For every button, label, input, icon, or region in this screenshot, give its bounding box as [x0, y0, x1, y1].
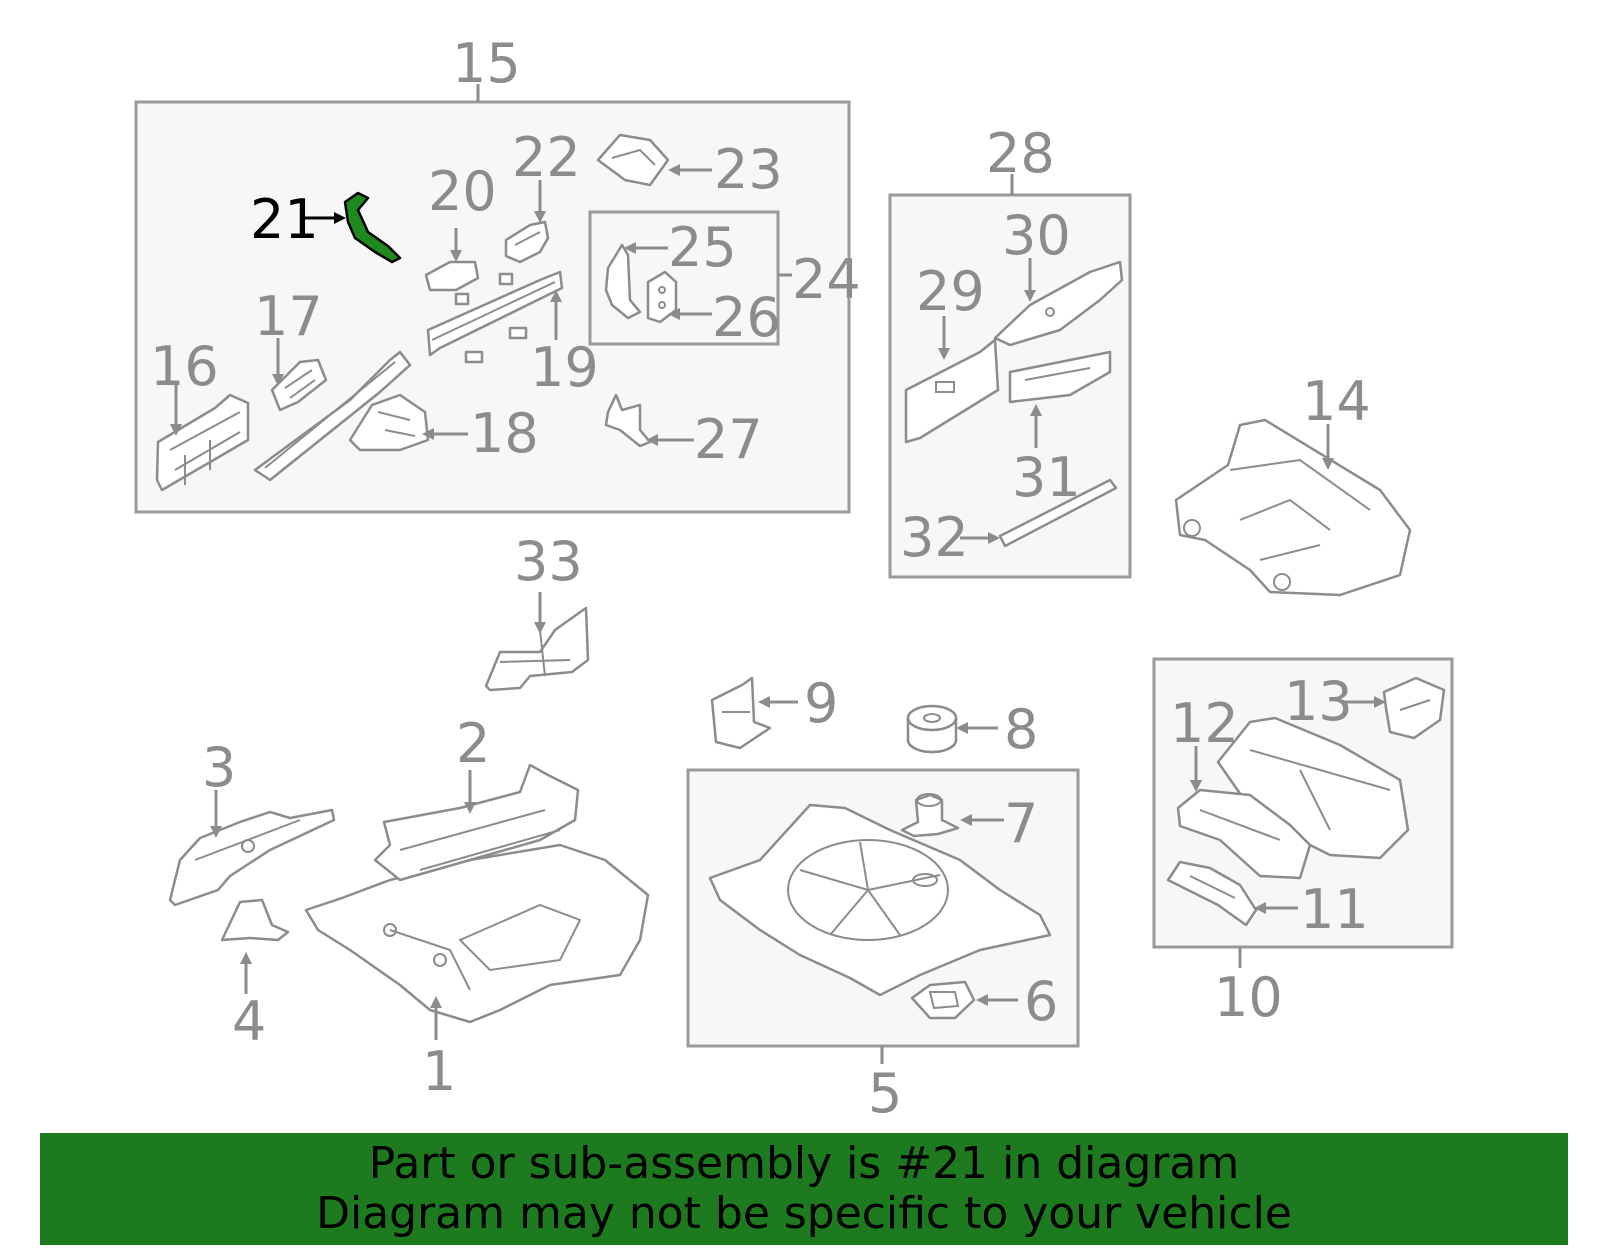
- part-20[interactable]: [424, 260, 514, 306]
- callout-26[interactable]: 26: [712, 286, 781, 349]
- part-25[interactable]: [604, 243, 642, 320]
- footer-line-part-number: Part or sub-assembly is #21 in diagram: [368, 1138, 1240, 1189]
- part-12[interactable]: [1176, 716, 1410, 880]
- callout-10[interactable]: 10: [1214, 966, 1283, 1029]
- callout-6[interactable]: 6: [1024, 970, 1058, 1033]
- callout-32[interactable]: 32: [900, 506, 969, 569]
- part-33[interactable]: [484, 606, 590, 692]
- part-6[interactable]: [910, 980, 976, 1020]
- part-19[interactable]: [426, 270, 564, 364]
- part-13[interactable]: [1382, 676, 1446, 740]
- callout-30[interactable]: 30: [1002, 204, 1071, 267]
- callout-29[interactable]: 29: [916, 260, 985, 323]
- callout-15[interactable]: 15: [452, 32, 521, 95]
- callout-17[interactable]: 17: [254, 285, 323, 348]
- part-4[interactable]: [220, 898, 290, 942]
- callout-21[interactable]: 21: [250, 188, 319, 251]
- part-30[interactable]: [993, 260, 1124, 347]
- callout-25[interactable]: 25: [668, 216, 737, 279]
- part-18[interactable]: [348, 393, 430, 452]
- callout-22[interactable]: 22: [512, 126, 581, 189]
- callout-28[interactable]: 28: [986, 122, 1055, 185]
- callout-4[interactable]: 4: [232, 990, 266, 1053]
- callout-7[interactable]: 7: [1004, 792, 1038, 855]
- part-9[interactable]: [710, 676, 772, 750]
- part-2[interactable]: [373, 763, 580, 882]
- callout-12[interactable]: 12: [1170, 692, 1239, 755]
- callout-27[interactable]: 27: [694, 408, 763, 471]
- callout-9[interactable]: 9: [804, 672, 838, 735]
- footer-banner: Part or sub-assembly is #21 in diagram D…: [40, 1133, 1568, 1245]
- callout-23[interactable]: 23: [714, 138, 783, 201]
- part-8[interactable]: [906, 704, 958, 754]
- part-1[interactable]: [304, 843, 650, 1024]
- part-3[interactable]: [168, 808, 336, 907]
- callout-14[interactable]: 14: [1302, 370, 1371, 433]
- part-21-highlighted[interactable]: [343, 191, 402, 264]
- part-14[interactable]: [1174, 418, 1412, 597]
- part-11[interactable]: [1166, 860, 1258, 927]
- part-29[interactable]: [904, 338, 1000, 444]
- callout-24[interactable]: 24: [792, 248, 861, 311]
- callout-3[interactable]: 3: [202, 736, 236, 799]
- callout-31[interactable]: 31: [1012, 446, 1081, 509]
- part-7[interactable]: [900, 793, 960, 838]
- part-23[interactable]: [596, 133, 670, 187]
- callout-8[interactable]: 8: [1004, 698, 1038, 761]
- callout-16[interactable]: 16: [150, 335, 219, 398]
- part-16[interactable]: [155, 393, 250, 492]
- part-32[interactable]: [998, 478, 1118, 548]
- part-17[interactable]: [270, 358, 328, 412]
- callout-2[interactable]: 2: [456, 712, 490, 775]
- callout-1[interactable]: 1: [422, 1040, 456, 1103]
- part-31[interactable]: [1008, 350, 1112, 404]
- footer-line-disclaimer: Diagram may not be specific to your vehi…: [316, 1188, 1292, 1239]
- callout-18[interactable]: 18: [470, 402, 539, 465]
- callout-13[interactable]: 13: [1284, 670, 1353, 733]
- callout-33[interactable]: 33: [514, 530, 583, 593]
- callout-20[interactable]: 20: [428, 160, 497, 223]
- callout-5[interactable]: 5: [868, 1062, 902, 1125]
- callout-19[interactable]: 19: [530, 336, 599, 399]
- callout-11[interactable]: 11: [1300, 878, 1369, 941]
- spare-tire-pan: [708, 803, 1052, 997]
- side-rail: [253, 350, 412, 482]
- part-27[interactable]: [604, 393, 652, 448]
- part-22[interactable]: [504, 220, 550, 264]
